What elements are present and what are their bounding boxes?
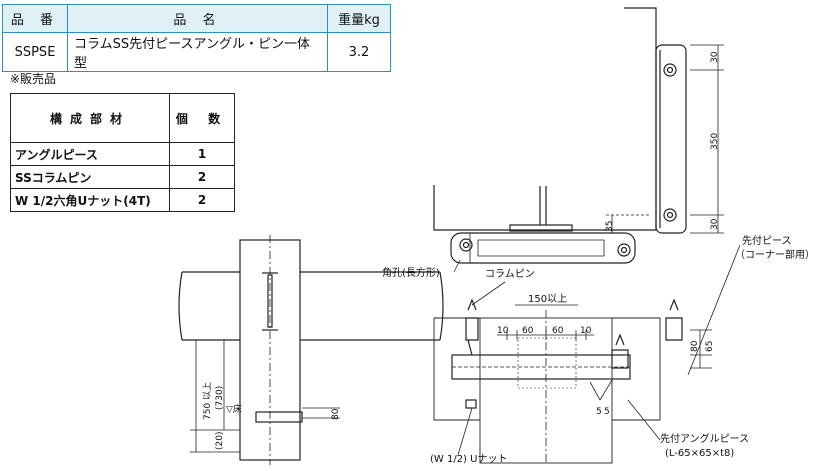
spec-table: 品 番 品 名 重量kg SSPSE コラムSS先付ピースアングル・ピン一体型 … [2, 4, 391, 72]
square-hole-label: 角孔(長方形) [382, 266, 440, 279]
dim-350: 350 [710, 133, 720, 150]
corner-piece-sub-label: （コーナー部用） [735, 248, 815, 261]
dim-30-bottom: 30 [710, 218, 720, 230]
spec-name: コラムSS先付ピースアングル・ピン一体型 [67, 32, 328, 72]
parts-row-qty: 2 [169, 188, 235, 212]
sales-note: ※販売品 [10, 72, 57, 86]
parts-row-qty: 1 [169, 142, 235, 166]
column-elevation [433, 7, 724, 264]
dim-10-left: 10 [497, 326, 509, 336]
dim-10-right: 10 [580, 326, 592, 336]
dim-60-right: 60 [552, 326, 564, 336]
spec-weight: 3.2 [327, 32, 391, 72]
column-pin-label: コラムピン [485, 268, 535, 280]
parts-header-qty: 個 数 [169, 93, 235, 143]
dim-150: 150以上 [528, 293, 567, 305]
dim-5-b: 5 [604, 407, 610, 417]
u-nut-label: (W 1/2) Uナット [430, 453, 507, 465]
dim-80-bottom: 80 [331, 408, 341, 420]
dim-65: 65 [705, 341, 715, 352]
beam-elevation [178, 235, 444, 465]
corner-piece-label: 先付ピース [742, 234, 792, 247]
floor-label: ▽床 [226, 403, 242, 415]
parts-row-part: W 1/2六角Uナット(4T) [10, 188, 170, 212]
dim-5-a: 5 [596, 407, 602, 417]
angle-piece-sub-label: (L-65×65×t8) [665, 448, 734, 459]
dim-60-left: 60 [522, 326, 534, 336]
angle-piece-label: 先付アングルピース [660, 432, 749, 445]
plan-view [433, 298, 712, 465]
dim-30-top: 30 [710, 51, 720, 63]
parts-row-part: SSコラムピン [10, 165, 170, 189]
spec-code: SSPSE [2, 32, 68, 72]
dim-20: (20) [215, 432, 225, 450]
spec-header-code: 品 番 [2, 4, 68, 33]
dim-750: 750 以上 [202, 382, 213, 420]
dim-730: (730) [215, 386, 225, 410]
parts-header-part: 構成部材 [10, 93, 170, 143]
dim-35: 35 [605, 221, 615, 232]
dim-80: 80 [690, 340, 700, 352]
